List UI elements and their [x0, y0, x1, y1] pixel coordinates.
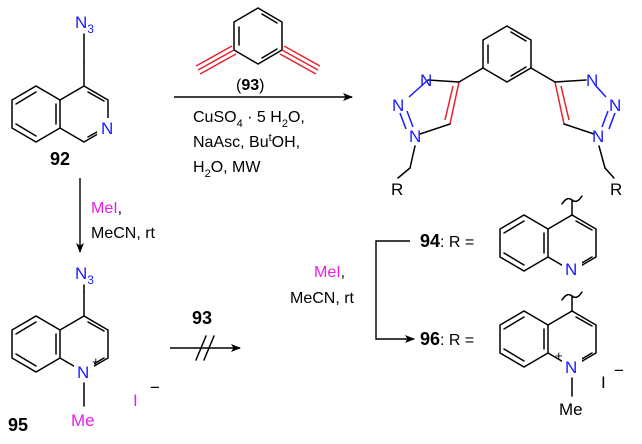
- triazole-n2-left: N: [392, 96, 404, 115]
- triazole-n1-left: N: [420, 71, 432, 90]
- counterion-charge: −: [614, 361, 624, 380]
- triazole-n1-right: N: [586, 71, 598, 90]
- triazole-n2-right: N: [609, 96, 621, 115]
- compound-93: (93): [195, 7, 321, 94]
- methylation-solvent: MeCN, rt: [91, 225, 156, 242]
- counterion-charge: −: [150, 378, 160, 397]
- methylation-right: MeI, MeCN, rt: [290, 240, 415, 343]
- condition-line-2: NaAsc, ButOH,: [193, 132, 300, 151]
- compound-95: N + Me I − N3 95: [8, 264, 160, 435]
- compound-94: 94: R = N: [420, 195, 597, 279]
- methylation-step: MeI, MeCN, rt: [76, 178, 156, 253]
- ring-n-label: N: [565, 260, 577, 279]
- condition-line-1: CuSO4 · 5 H2O,: [193, 109, 305, 130]
- counterion: I: [133, 391, 138, 410]
- compound-96: 96: R = N + Me I −: [420, 291, 624, 419]
- azide-label: N3: [75, 13, 94, 36]
- bis-triazole-product: N N N R N N N R: [391, 25, 622, 199]
- compound-number-95: 95: [8, 415, 28, 435]
- quinoline-skeleton-92: [11, 61, 109, 143]
- triazole-n3-left: N: [409, 127, 421, 146]
- left-triazole: N N N R: [391, 71, 460, 199]
- ring-n-label: N: [101, 119, 113, 138]
- ring-n-label: N: [77, 363, 89, 382]
- compound-92: N N3 92: [11, 13, 117, 169]
- substituent-r-right: R: [610, 180, 622, 199]
- compound-number-92: 92: [50, 149, 70, 169]
- compound-label-96: 96: R =: [420, 329, 474, 349]
- triazole-n3-right: N: [592, 127, 604, 146]
- condition-line-3: H2O, MW: [193, 159, 261, 180]
- click-reaction: CuSO4 · 5 H2O, NaAsc, ButOH, H2O, MW: [174, 93, 353, 180]
- methylation-right-reagent: MeI,: [314, 264, 345, 281]
- compound-number-93: (93): [236, 77, 264, 94]
- ring-charge: +: [555, 348, 563, 363]
- counterion: I: [601, 373, 606, 392]
- ring-charge: +: [92, 354, 100, 369]
- right-triazole: N N N R: [554, 71, 622, 199]
- ring-n-label: N: [565, 358, 577, 377]
- n-methyl-label: Me: [71, 411, 95, 430]
- methylation-right-solvent: MeCN, rt: [290, 290, 355, 307]
- methylation-reagent: MeI,: [91, 200, 122, 217]
- azide-label: N3: [75, 264, 94, 287]
- substituent-r-left: R: [391, 180, 403, 199]
- compound-label-94: 94: R =: [420, 231, 474, 251]
- n-methyl-label: Me: [559, 400, 583, 419]
- blocked-reaction: 93: [170, 308, 241, 361]
- blocked-reagent: 93: [192, 308, 212, 328]
